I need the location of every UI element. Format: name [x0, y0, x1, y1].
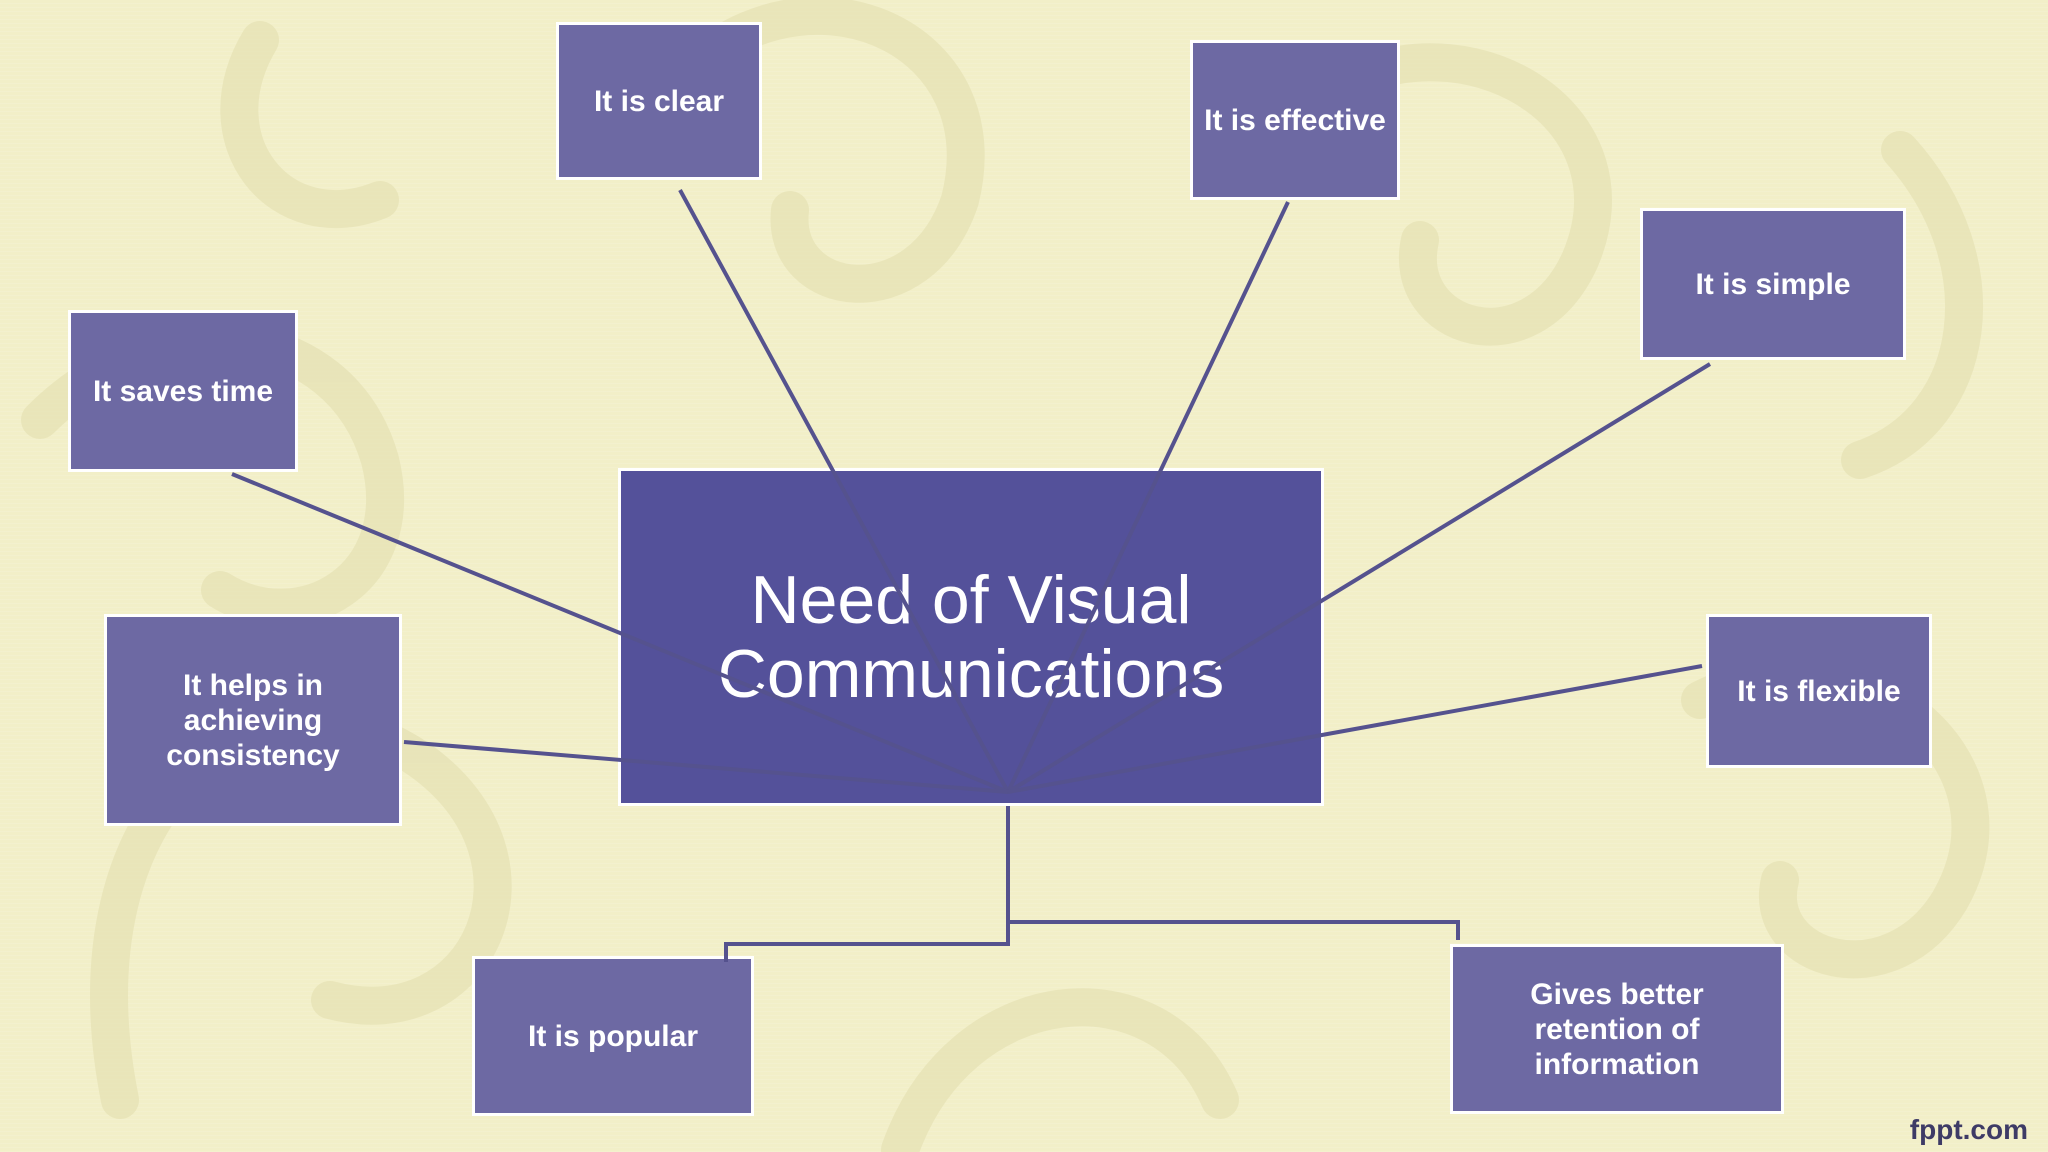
node-it-is-clear: It is clear	[556, 22, 762, 180]
node-it-saves-time: It saves time	[68, 310, 298, 472]
node-label: It is effective	[1204, 103, 1386, 137]
node-label: It saves time	[92, 374, 274, 408]
center-node: Need of Visual Communications	[618, 468, 1324, 806]
center-title: Need of Visual Communications	[717, 562, 1225, 712]
node-label: It helps in achieving consistency	[166, 668, 340, 772]
node-label: It is flexible	[1737, 674, 1901, 708]
node-it-is-simple: It is simple	[1640, 208, 1906, 360]
node-it-is-flexible: It is flexible	[1706, 614, 1932, 768]
node-it-is-effective: It is effective	[1190, 40, 1400, 200]
node-it-is-popular: It is popular	[472, 956, 754, 1116]
footer-brand: fppt.com	[1909, 1114, 2028, 1145]
node-gives-better-retention-of-information: Gives better retention of information	[1450, 944, 1784, 1114]
node-label: It is simple	[1695, 267, 1851, 301]
node-label: It is clear	[593, 84, 725, 118]
node-label: It is popular	[527, 1019, 698, 1053]
node-label: Gives better retention of information	[1530, 977, 1704, 1081]
node-it-helps-in-achieving-consistency: It helps in achieving consistency	[104, 614, 402, 826]
